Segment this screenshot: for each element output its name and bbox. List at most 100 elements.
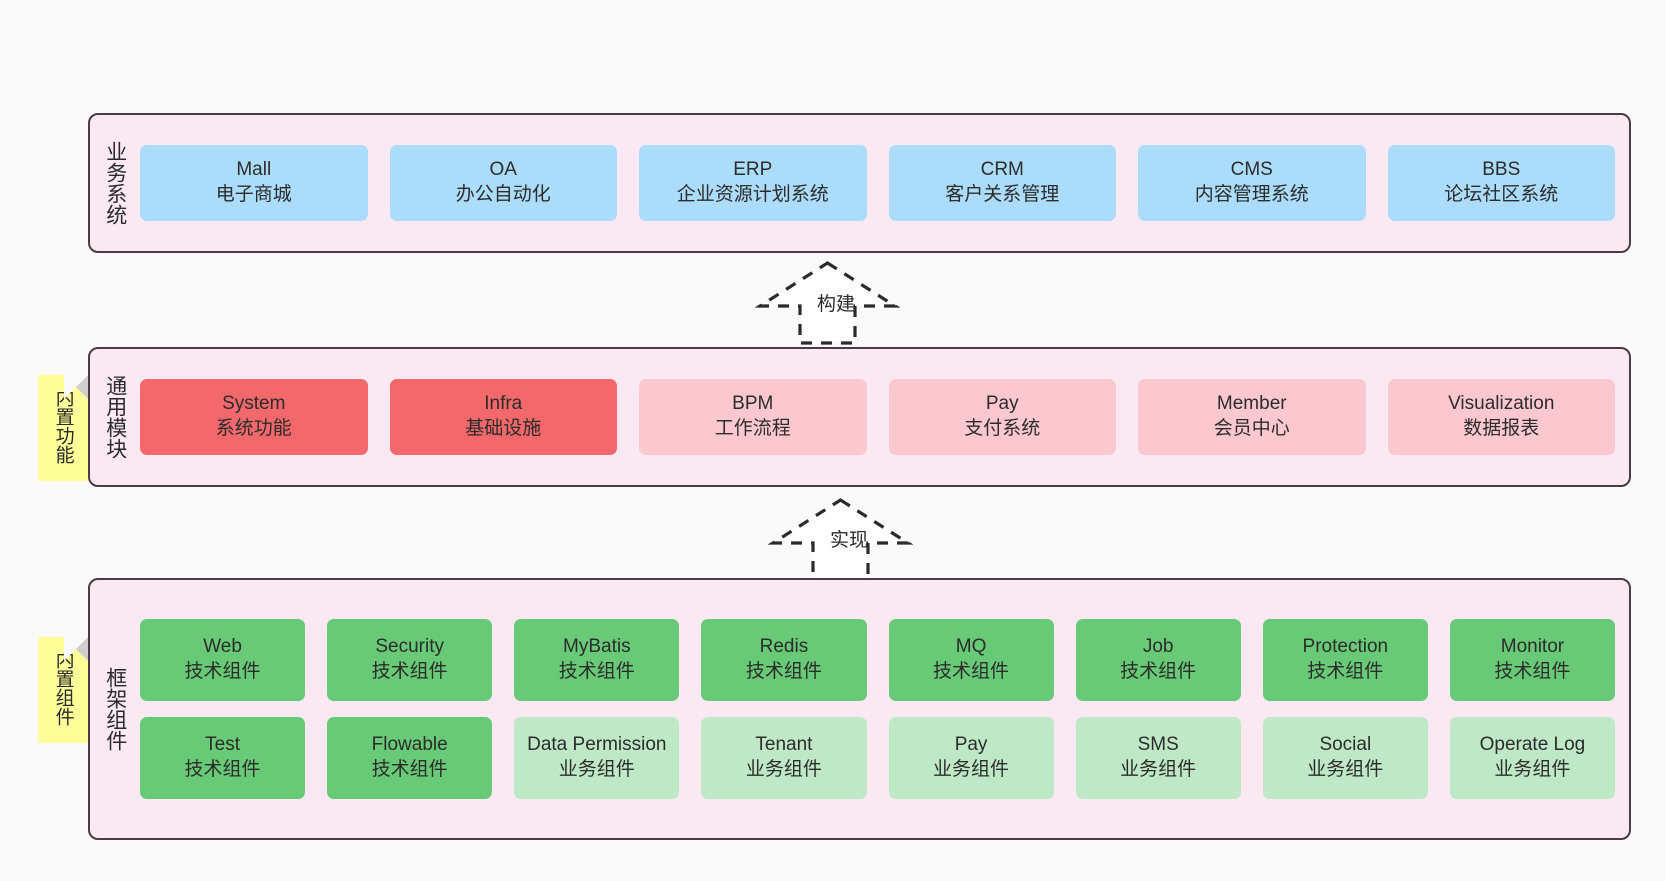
node-pay-business[interactable]: Pay 业务组件 [888,717,1054,799]
node-subtitle: 工作流程 [714,418,791,439]
node-title: Social [1319,734,1372,756]
node-subtitle: 基础设施 [465,418,542,439]
node-data-permission[interactable]: Data Permission 业务组件 [514,717,680,799]
node-subtitle: 技术组件 [184,759,261,780]
node-subtitle: 客户关系管理 [945,184,1060,205]
node-system[interactable]: System 系统功能 [140,379,368,455]
node-title: Job [1142,636,1174,658]
node-subtitle: 技术组件 [1307,661,1384,682]
node-flowable[interactable]: Flowable 技术组件 [327,717,493,799]
node-title: Security [375,636,444,658]
node-title: Redis [759,636,809,658]
arrow-build-icon [754,258,901,348]
node-title: OA [489,159,517,181]
layer-body-common-modules: System 系统功能 Infra 基础设施 BPM 工作流程 Pay 支付系统… [140,349,1629,485]
arrow-implement-label: 实现 [830,530,869,551]
layer-title-framework-components: 框架组件 [103,667,127,751]
node-crm[interactable]: CRM 客户关系管理 [888,145,1116,221]
layer-body-framework-components: Web 技术组件 Security 技术组件 MyBatis 技术组件 Redi… [140,580,1629,838]
node-subtitle: 业务组件 [558,759,635,780]
layer-body-business-systems: Mall 电子商城 OA 办公自动化 ERP 企业资源计划系统 CRM 客户关系… [140,115,1629,251]
node-title: BBS [1482,159,1521,181]
node-subtitle: 业务组件 [745,759,822,780]
node-subtitle: 技术组件 [933,661,1010,682]
note-label: 内置功能 [52,388,74,464]
node-title: Protection [1302,636,1389,658]
node-test[interactable]: Test 技术组件 [140,717,306,799]
node-subtitle: 电子商城 [215,184,292,205]
node-web[interactable]: Web 技术组件 [140,619,306,701]
node-monitor[interactable]: Monitor 技术组件 [1449,619,1615,701]
node-title: Operate Log [1479,734,1586,756]
node-mybatis[interactable]: MyBatis 技术组件 [514,619,680,701]
node-erp[interactable]: ERP 企业资源计划系统 [639,145,867,221]
node-title: BPM [732,393,774,415]
node-cms[interactable]: CMS 内容管理系统 [1138,145,1366,221]
layer-common-modules: 通用模块 System 系统功能 Infra 基础设施 BPM 工作流程 Pay… [88,347,1631,487]
node-subtitle: 会员中心 [1213,418,1290,439]
node-subtitle: 技术组件 [1494,661,1571,682]
node-title: Pay [954,734,988,756]
node-subtitle: 技术组件 [558,661,635,682]
note-builtin-components: 内置组件 [38,637,88,743]
node-mall[interactable]: Mall 电子商城 [140,145,368,221]
node-subtitle: 数据报表 [1463,418,1540,439]
node-subtitle: 论坛社区系统 [1444,184,1559,205]
node-subtitle: 系统功能 [215,418,292,439]
node-subtitle: 技术组件 [371,661,448,682]
node-title: Pay [985,393,1019,415]
node-title: SMS [1137,734,1179,756]
node-title: ERP [733,159,773,181]
node-title: Infra [484,393,523,415]
node-title: Test [205,734,240,756]
node-pay[interactable]: Pay 支付系统 [888,379,1116,455]
node-title: Tenant [755,734,813,756]
node-row: Test 技术组件 Flowable 技术组件 Data Permission … [140,717,1615,799]
node-subtitle: 企业资源计划系统 [676,184,829,205]
node-title: Web [203,636,242,658]
node-security[interactable]: Security 技术组件 [327,619,493,701]
node-row: Web 技术组件 Security 技术组件 MyBatis 技术组件 Redi… [140,619,1615,701]
node-title: MQ [955,636,987,658]
node-subtitle: 内容管理系统 [1194,184,1309,205]
node-sms[interactable]: SMS 业务组件 [1075,717,1241,799]
node-title: CRM [980,159,1024,181]
node-title: Member [1216,393,1287,415]
layer-title-common-modules: 通用模块 [103,375,127,459]
note-fold-cut-icon [64,375,88,399]
node-member[interactable]: Member 会员中心 [1138,379,1366,455]
node-visualization[interactable]: Visualization 数据报表 [1387,379,1615,455]
node-subtitle: 办公自动化 [455,184,551,205]
node-title: Flowable [371,734,448,756]
node-operate-log[interactable]: Operate Log 业务组件 [1449,717,1615,799]
node-social[interactable]: Social 业务组件 [1262,717,1428,799]
layer-framework-components: 框架组件 Web 技术组件 Security 技术组件 MyBatis 技术组件… [88,578,1631,840]
layer-business-systems: 业务系统 Mall 电子商城 OA 办公自动化 ERP 企业资源计划系统 CRM… [88,113,1631,253]
node-subtitle: 技术组件 [1120,661,1197,682]
node-mq[interactable]: MQ 技术组件 [888,619,1054,701]
node-protection[interactable]: Protection 技术组件 [1262,619,1428,701]
node-subtitle: 支付系统 [964,418,1041,439]
node-subtitle: 业务组件 [1307,759,1384,780]
node-redis[interactable]: Redis 技术组件 [701,619,867,701]
node-row: System 系统功能 Infra 基础设施 BPM 工作流程 Pay 支付系统… [140,379,1615,455]
node-infra[interactable]: Infra 基础设施 [389,379,617,455]
node-subtitle: 技术组件 [745,661,822,682]
node-title: Mall [236,159,272,181]
layer-title-business-systems: 业务系统 [103,141,127,225]
node-title: Data Permission [527,734,667,756]
node-bpm[interactable]: BPM 工作流程 [639,379,867,455]
node-bbs[interactable]: BBS 论坛社区系统 [1387,145,1615,221]
arrow-build-label: 构建 [817,294,856,315]
node-tenant[interactable]: Tenant 业务组件 [701,717,867,799]
node-row: Mall 电子商城 OA 办公自动化 ERP 企业资源计划系统 CRM 客户关系… [140,145,1615,221]
node-subtitle: 业务组件 [1120,759,1197,780]
node-job[interactable]: Job 技术组件 [1075,619,1241,701]
node-subtitle: 业务组件 [1494,759,1571,780]
node-title: Monitor [1500,636,1565,658]
node-oa[interactable]: OA 办公自动化 [389,145,617,221]
note-builtin-features: 内置功能 [38,375,88,481]
node-subtitle: 技术组件 [184,661,261,682]
node-title: CMS [1230,159,1273,181]
